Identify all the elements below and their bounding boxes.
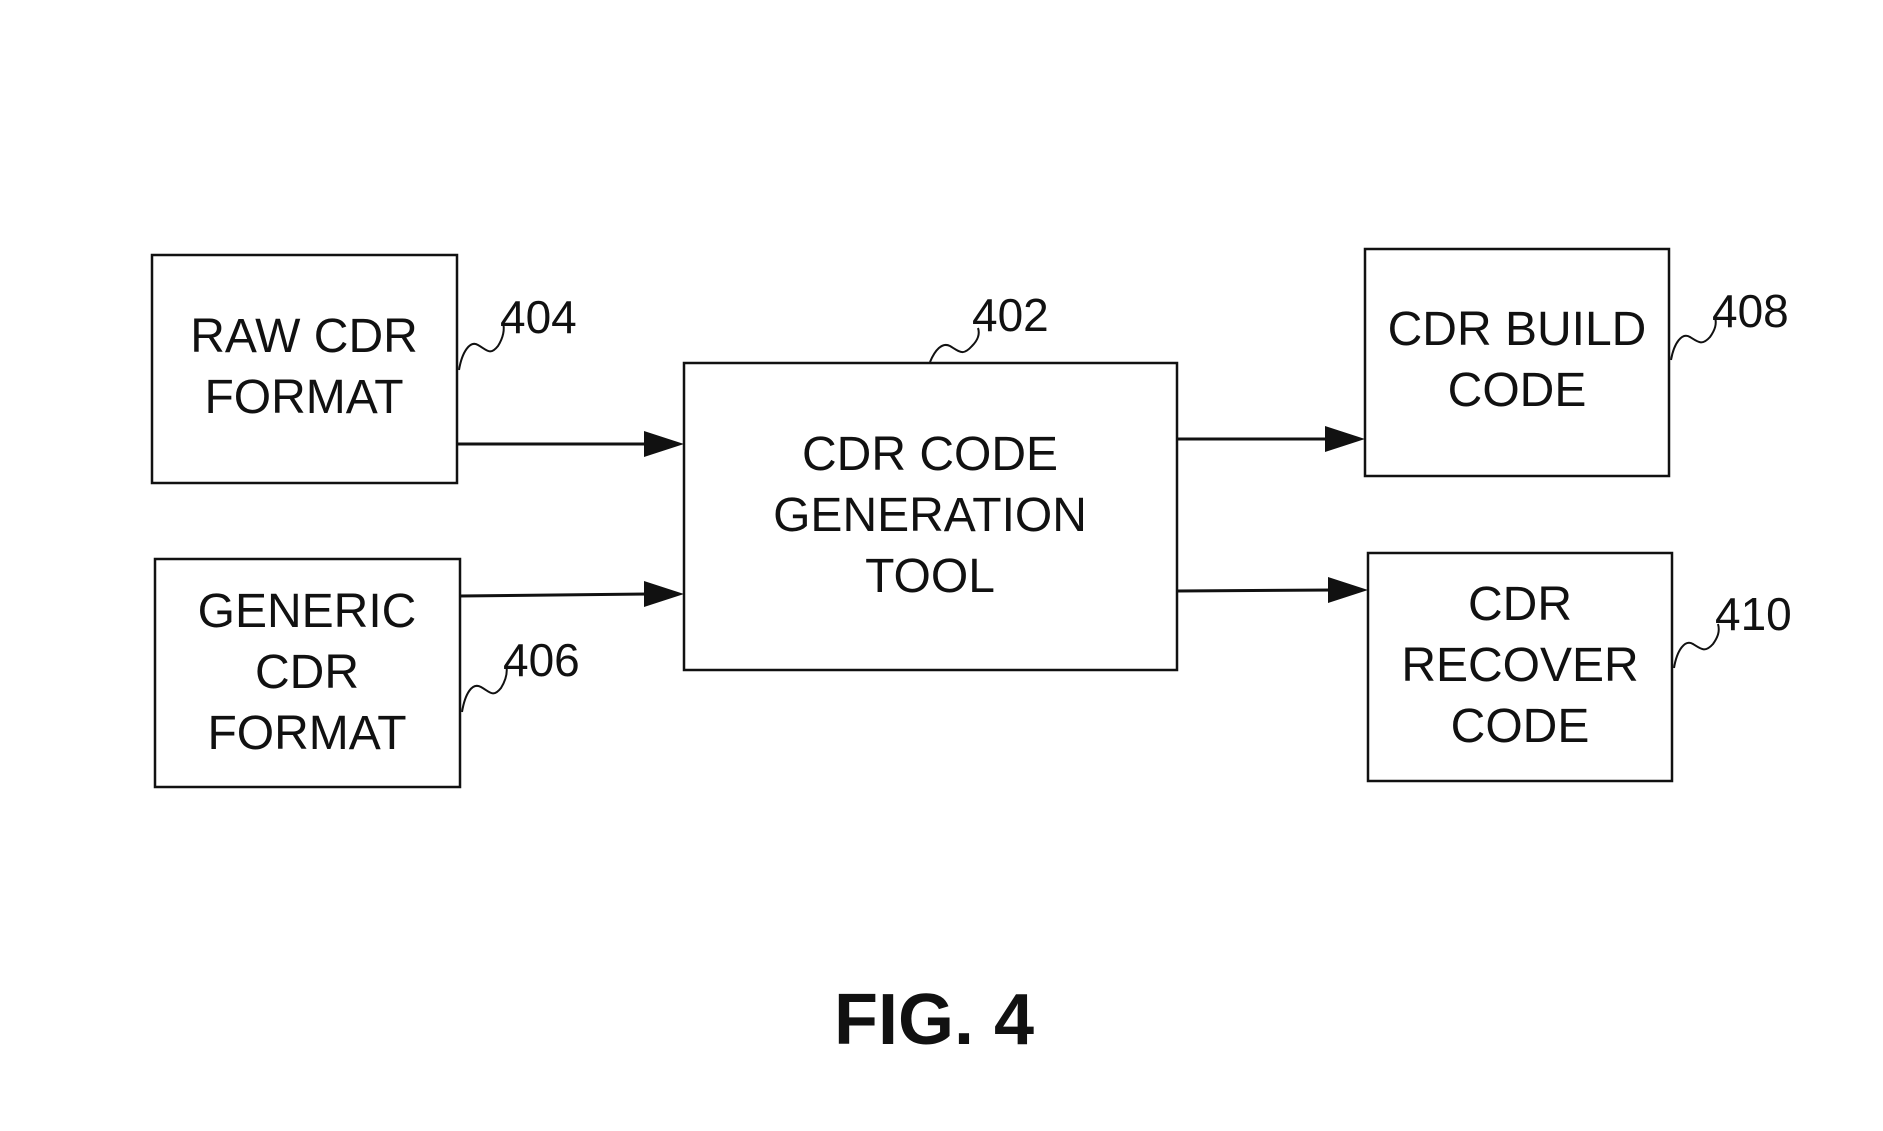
figure-caption: FIG. 4 xyxy=(834,980,1034,1060)
ref-408-label: 408 xyxy=(1712,285,1789,337)
leader-404 xyxy=(459,322,504,370)
cdr-code-generation-tool-box: CDR CODE GENERATION TOOL xyxy=(684,363,1177,670)
cdr-recover-code-box: CDR RECOVER CODE xyxy=(1368,553,1672,781)
generic-cdr-format-line-1: GENERIC xyxy=(198,585,417,638)
recover-line-3: CODE xyxy=(1451,700,1590,753)
arrow-raw-to-tool xyxy=(457,431,684,457)
cdr-build-code-box: CDR BUILD CODE xyxy=(1365,249,1669,476)
tool-line-3: TOOL xyxy=(865,550,995,603)
raw-cdr-format-line-1: RAW CDR xyxy=(190,310,418,363)
build-line-2: CODE xyxy=(1448,364,1587,417)
ref-406-label: 406 xyxy=(503,634,580,686)
ref-404-label: 404 xyxy=(500,291,577,343)
generic-cdr-format-box: GENERIC CDR FORMAT xyxy=(155,559,460,787)
raw-cdr-format-line-2: FORMAT xyxy=(204,371,403,424)
leader-410 xyxy=(1674,624,1719,668)
tool-line-2: GENERATION xyxy=(773,489,1087,542)
build-line-1: CDR BUILD xyxy=(1388,303,1647,356)
generic-cdr-format-line-3: FORMAT xyxy=(207,707,406,760)
generic-cdr-format-line-2: CDR xyxy=(255,646,359,699)
tool-line-1: CDR CODE xyxy=(802,428,1058,481)
recover-line-1: CDR xyxy=(1468,578,1572,631)
arrow-tool-to-recover xyxy=(1177,577,1368,603)
recover-line-2: RECOVER xyxy=(1401,639,1638,692)
arrow-generic-to-tool xyxy=(460,581,684,607)
arrow-tool-to-build xyxy=(1177,426,1365,452)
ref-402-label: 402 xyxy=(972,289,1049,341)
ref-410-label: 410 xyxy=(1715,588,1792,640)
leader-406 xyxy=(462,664,507,712)
raw-cdr-format-box: RAW CDR FORMAT xyxy=(152,255,457,483)
leader-408 xyxy=(1671,317,1716,360)
